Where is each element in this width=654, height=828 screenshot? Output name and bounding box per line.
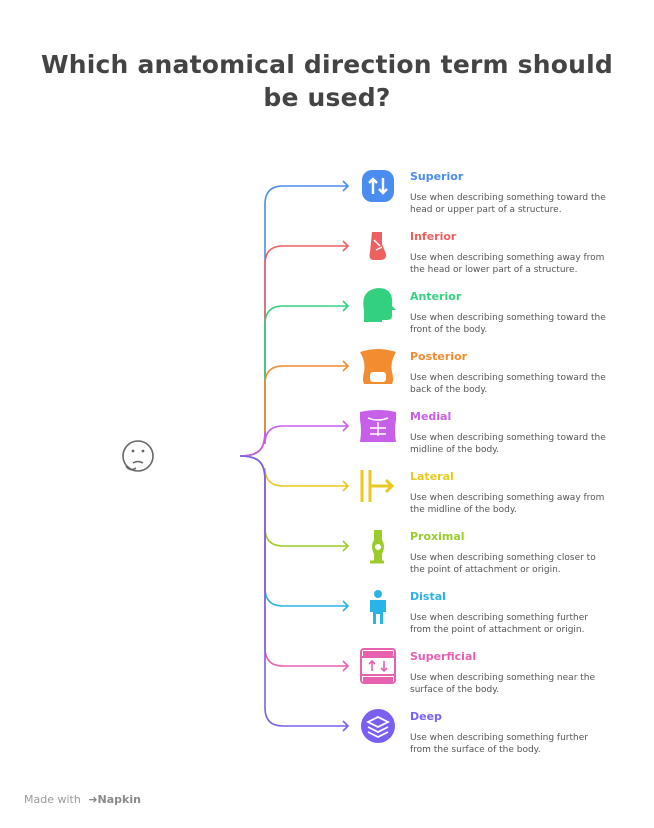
term-label-superior: Superior <box>410 170 464 183</box>
connector-deep <box>239 455 348 727</box>
term-description-medial: Use when describing something toward the… <box>410 433 606 455</box>
term-label-proximal: Proximal <box>410 530 465 543</box>
napkin-logo-icon: ➜ <box>88 793 98 806</box>
arrowhead <box>342 240 350 252</box>
term-description-posterior: Use when describing something toward the… <box>410 373 606 395</box>
term-label-lateral: Lateral <box>410 470 454 483</box>
connector-superior <box>239 185 348 457</box>
up-down-arrows-icon <box>362 170 394 202</box>
term-label-distal: Distal <box>410 590 446 603</box>
arrowhead <box>342 660 350 672</box>
standing-person-icon <box>370 590 386 624</box>
connector-anterior <box>239 305 348 457</box>
foot-icon <box>369 232 387 260</box>
head-profile-icon <box>363 288 396 322</box>
term-description-proximal: Use when describing something closer to … <box>410 553 596 575</box>
connector-distal <box>239 455 348 607</box>
arrowhead <box>342 360 350 372</box>
term-description-superficial: Use when describing something near the s… <box>410 673 596 695</box>
made-with-napkin-footer: Made with ➜Napkin <box>24 793 141 806</box>
term-description-inferior: Use when describing something away from … <box>410 253 605 275</box>
limb-joint-icon <box>370 530 384 564</box>
arrowhead <box>342 300 350 312</box>
arrowhead <box>342 600 350 612</box>
term-label-posterior: Posterior <box>410 350 468 363</box>
term-description-superior: Use when describing something toward the… <box>410 193 606 215</box>
torso-back-icon <box>360 349 396 384</box>
term-description-distal: Use when describing something further fr… <box>410 613 588 635</box>
diagram-title: Which anatomical direction term should b… <box>41 50 613 112</box>
skin-layers-icon <box>360 648 396 684</box>
term-label-anterior: Anterior <box>410 290 462 303</box>
connector-superficial <box>239 455 348 667</box>
connector-inferior <box>239 245 348 457</box>
arrow-out-from-line-icon <box>360 470 395 502</box>
arrowhead <box>342 540 350 552</box>
connector-posterior <box>239 365 348 457</box>
footer-brand: Napkin <box>97 793 141 806</box>
arrowhead <box>342 720 350 732</box>
connector-proximal <box>239 455 348 547</box>
connector-lateral <box>239 455 348 487</box>
term-description-lateral: Use when describing something away from … <box>410 493 605 515</box>
arrowhead <box>342 420 350 432</box>
arrowhead <box>342 480 350 492</box>
connector-medial <box>239 425 348 457</box>
torso-front-icon <box>360 410 396 442</box>
term-label-deep: Deep <box>410 710 442 723</box>
term-description-deep: Use when describing something further fr… <box>410 733 588 755</box>
term-description-anterior: Use when describing something toward the… <box>410 313 606 335</box>
term-label-inferior: Inferior <box>410 230 457 243</box>
stacked-layers-icon <box>361 709 395 743</box>
arrowhead <box>342 180 350 192</box>
term-label-superficial: Superficial <box>410 650 477 663</box>
term-label-medial: Medial <box>410 410 452 423</box>
footer-prefix: Made with <box>24 793 81 806</box>
thinking-face-icon <box>122 440 154 472</box>
